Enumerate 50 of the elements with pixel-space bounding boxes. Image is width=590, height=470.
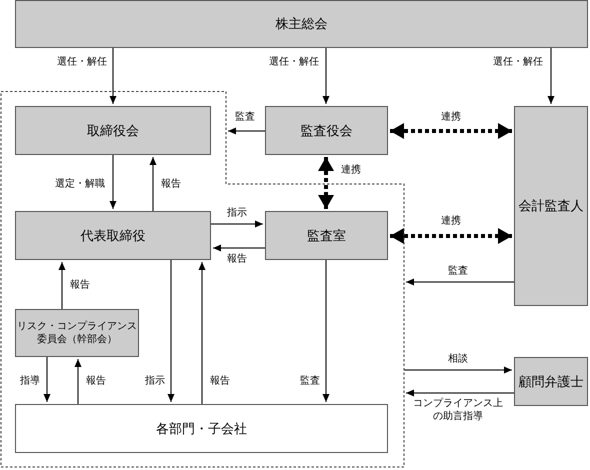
edge-label: 選任・解任: [269, 56, 319, 68]
edge-label: 監査: [448, 264, 468, 278]
arrow: [228, 128, 266, 134]
arrow: [210, 220, 264, 228]
double-arrow: [390, 228, 512, 244]
process-box: 各部門・子会社: [15, 404, 388, 453]
process-box: 代表取締役: [15, 211, 211, 260]
double-arrow: [318, 157, 334, 209]
edge-label: 連携: [341, 164, 361, 176]
process-box: 監査役会: [265, 106, 388, 155]
arrow: [404, 366, 512, 374]
arrow: [322, 260, 330, 402]
arrow: [74, 358, 82, 404]
arrow: [406, 390, 514, 396]
arrow: [406, 278, 514, 286]
process-box: リスク・コンプライアンス委員会（幹部会）: [15, 309, 139, 357]
arrow: [322, 48, 330, 104]
edge-label: 指示: [145, 374, 165, 388]
arrow: [548, 48, 554, 104]
arrow: [168, 260, 174, 402]
process-box: 顧問弁護士: [514, 357, 588, 406]
arrow: [110, 48, 116, 104]
arrow: [58, 262, 66, 310]
edge-label: 報告: [86, 374, 106, 388]
process-box: 取締役会: [15, 106, 211, 155]
edge-label: 報告: [210, 374, 230, 388]
process-box: 会計監査人: [514, 106, 588, 306]
arrow: [198, 262, 206, 404]
edge-label: 選任・解任: [57, 56, 107, 68]
edge-label: 監査: [300, 374, 320, 388]
process-box: 監査室: [265, 211, 388, 260]
arrow: [150, 156, 156, 212]
edge-label: 監査: [235, 110, 255, 124]
edge-label: コンプライアンス上の助言指導: [413, 397, 503, 423]
arrow: [110, 154, 116, 210]
edge-label: 報告: [70, 278, 90, 292]
arrow: [44, 356, 50, 402]
edge-label: 相談: [448, 352, 468, 366]
edge-label: 報告: [161, 178, 181, 190]
double-arrow: [390, 123, 512, 139]
edge-label: 選定・解職: [55, 178, 105, 190]
dashed-boundary: [0, 91, 405, 468]
arrow: [212, 244, 266, 252]
edge-label: 選任・解任: [493, 56, 543, 68]
edge-label: 連携: [441, 214, 461, 228]
edge-label: 指導: [20, 374, 40, 388]
process-box: 株主総会: [15, 0, 588, 48]
edge-label: 報告: [227, 252, 247, 266]
edge-label: 指示: [227, 206, 247, 220]
edge-label: 連携: [441, 110, 461, 124]
